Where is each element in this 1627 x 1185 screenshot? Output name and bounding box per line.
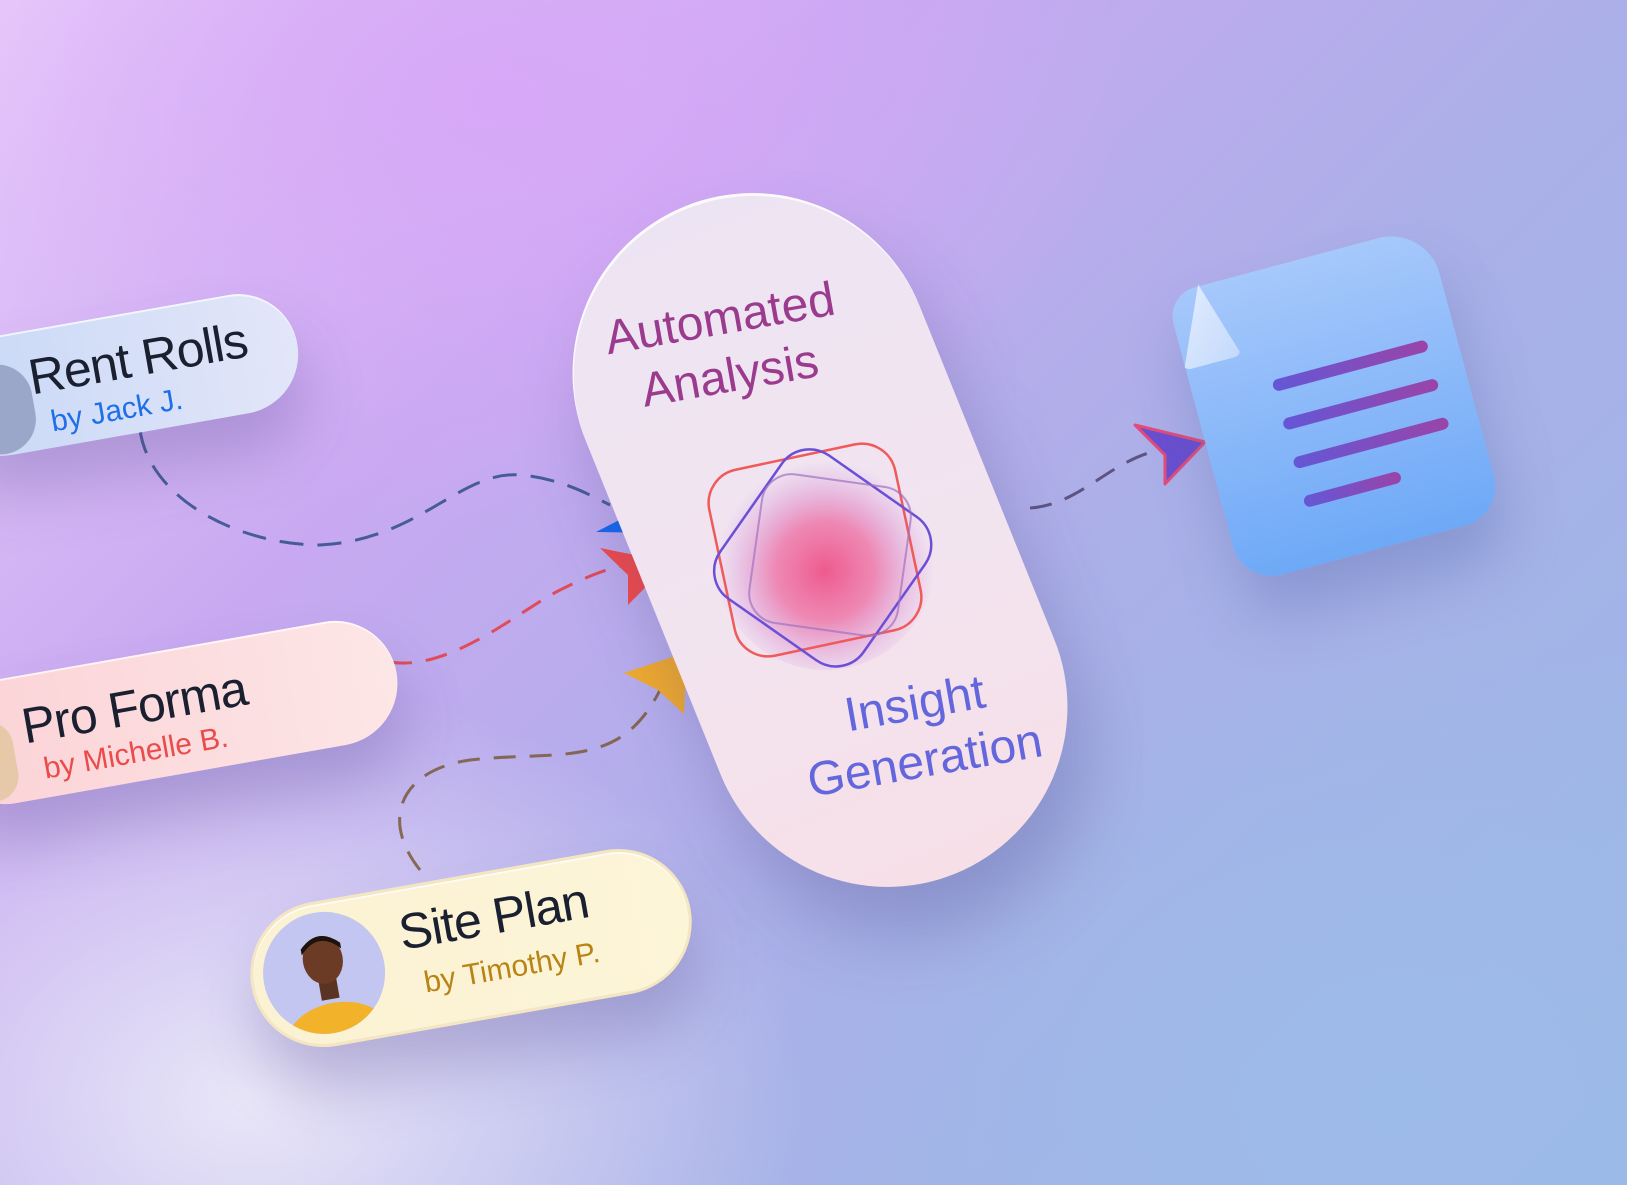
engine-glow xyxy=(715,450,935,670)
connector-pro-forma xyxy=(389,563,626,665)
document-line xyxy=(1302,470,1403,509)
yellow-arrow-icon xyxy=(624,652,687,714)
source-card-site-plan[interactable]: Site Plan by Timothy P. xyxy=(238,837,704,1059)
connector-rent-rolls xyxy=(138,429,611,547)
purple-arrow-icon xyxy=(1133,423,1207,486)
connector-output xyxy=(1029,448,1161,510)
document-line xyxy=(1271,339,1430,393)
connector-site-plan xyxy=(398,689,662,871)
engine-square-inner xyxy=(748,473,912,637)
engine-square-red xyxy=(707,442,923,658)
document-line xyxy=(1281,377,1440,431)
document-line xyxy=(1292,416,1450,470)
